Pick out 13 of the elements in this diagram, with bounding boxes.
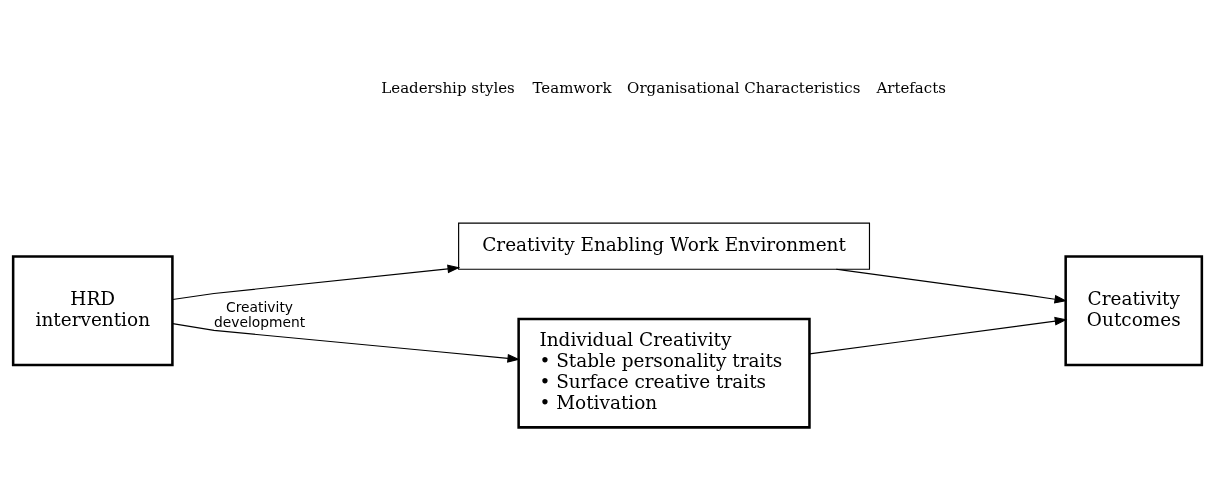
label: Organisational Characteristics — [627, 78, 861, 97]
arrow — [172, 322, 521, 363]
label: Teamwork — [532, 78, 612, 97]
node-box: Individual Creativity • Stable personality traits • Surface creative traits • Motivation — [517, 317, 811, 429]
node-box: Creativity Outcomes — [1064, 254, 1204, 366]
arrow — [835, 268, 1068, 304]
edge-label: Creativity development — [213, 298, 306, 330]
label: Leadership styles — [381, 78, 515, 97]
node-box: HRD intervention — [11, 254, 174, 366]
node-box: Creativity Enabling Work Environment — [458, 222, 871, 270]
arrow — [172, 263, 461, 300]
arrow — [809, 316, 1068, 354]
label: Artefacts — [876, 78, 946, 97]
